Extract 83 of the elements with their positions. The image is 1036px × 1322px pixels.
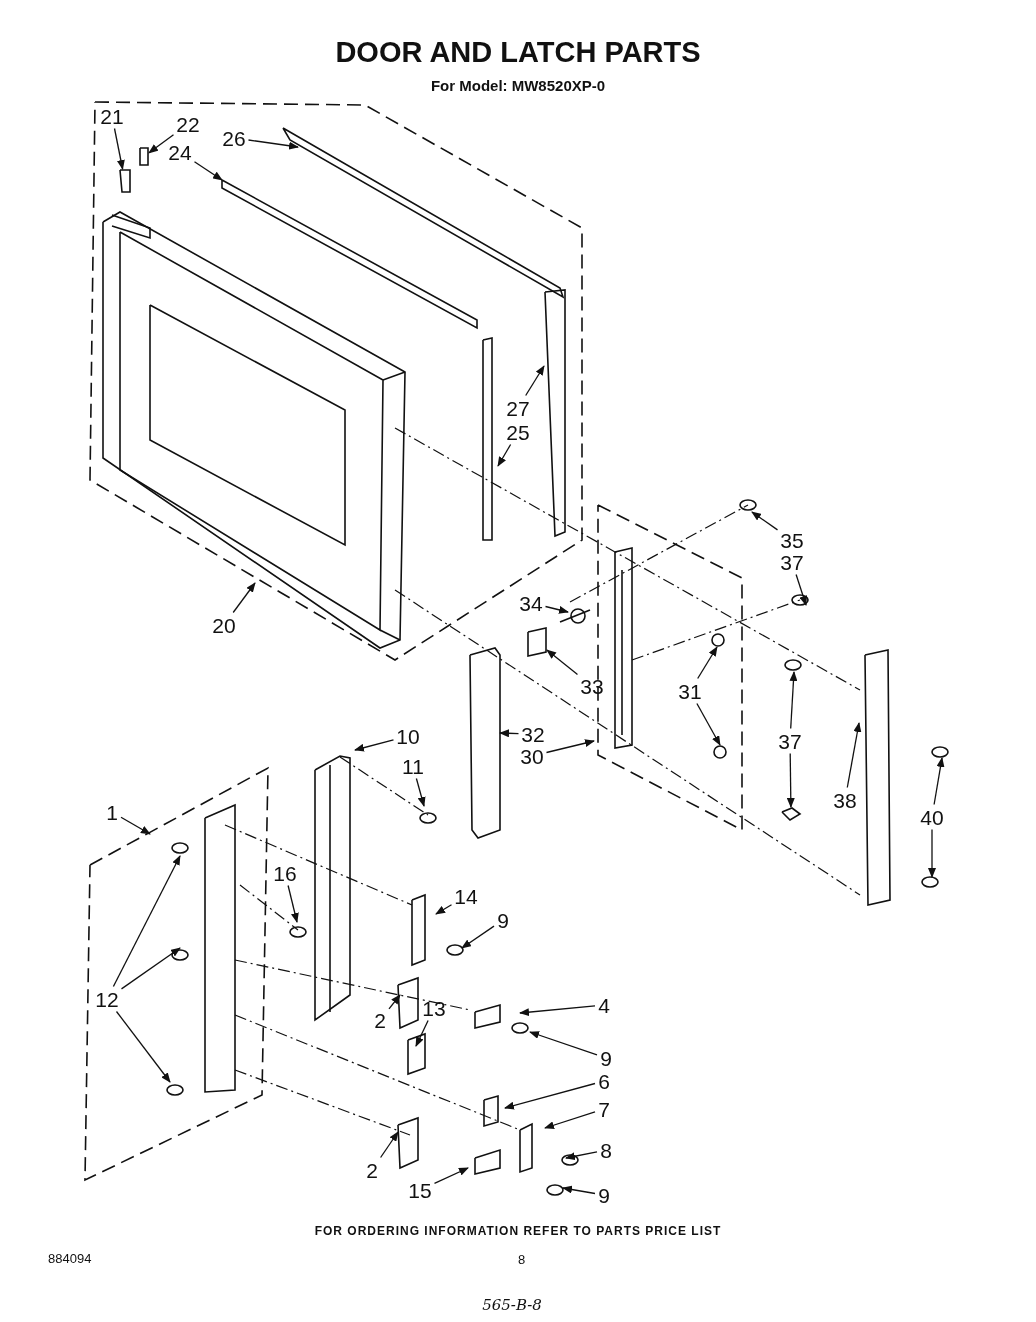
callout-number: 20 (211, 613, 237, 637)
callout-number: 9 (599, 1046, 613, 1070)
document-number: 884094 (48, 1252, 92, 1265)
leader-line (379, 1131, 399, 1159)
callout-number: 21 (99, 104, 125, 128)
leader-line (846, 722, 862, 789)
leader-line (529, 1031, 598, 1056)
callout-number: 9 (597, 1183, 611, 1207)
leader-line (751, 511, 779, 531)
leader-line (287, 884, 299, 923)
callout-number: 22 (175, 112, 201, 136)
leader-line (933, 757, 945, 806)
subtitle: For Model: MW8520XP-0 (430, 78, 606, 93)
leader-line (786, 752, 795, 808)
callout-number: 25 (505, 420, 531, 444)
screw-drawing (119, 169, 131, 193)
callout-number: 37 (779, 550, 805, 574)
callout-number: 11 (401, 754, 425, 778)
screw-drawing (139, 147, 149, 166)
leader-line (433, 1167, 469, 1185)
callout-number: 7 (597, 1097, 611, 1121)
footer-note: FOR ORDERING INFORMATION REFER TO PARTS PRICE LIST (314, 1225, 722, 1237)
callout-number: 27 (505, 396, 531, 420)
leader-line (928, 828, 936, 878)
callout-number: 1 (105, 800, 119, 824)
leader-line (435, 904, 453, 915)
leader-line (546, 649, 579, 676)
leader-line (461, 925, 495, 949)
callout-number: 13 (421, 996, 447, 1020)
leader-line (415, 777, 426, 807)
leader-line (697, 646, 718, 680)
leader-line (193, 161, 223, 181)
leader-line (795, 573, 808, 606)
callout-number: 30 (519, 744, 545, 768)
leader-line (148, 134, 175, 154)
leader-line (497, 443, 512, 467)
callout-number: 12 (94, 987, 120, 1011)
page-number: 8 (518, 1253, 526, 1266)
callout-number: 26 (221, 126, 247, 150)
leader-line (544, 1111, 596, 1130)
leader-line (565, 1151, 598, 1161)
callout-number: 40 (919, 805, 945, 829)
callout-number: 9 (496, 908, 510, 932)
callout-number: 31 (677, 679, 703, 703)
leader-line (696, 702, 721, 746)
leader-line (112, 855, 181, 988)
leader-line (120, 816, 151, 835)
callout-number: 4 (597, 993, 611, 1017)
callout-number: 2 (365, 1158, 379, 1182)
callout-number: 6 (597, 1069, 611, 1093)
callout-number: 15 (407, 1178, 433, 1202)
title: DOOR AND LATCH PARTS (335, 38, 701, 67)
leader-line (545, 739, 595, 754)
callout-number: 33 (579, 674, 605, 698)
screw-drawing (780, 807, 802, 821)
leader-line (354, 739, 395, 752)
callout-number: 2 (373, 1008, 387, 1032)
callout-number: 8 (599, 1138, 613, 1162)
callout-number: 10 (395, 724, 421, 748)
callout-number: 14 (453, 884, 479, 908)
callout-number: 35 (779, 528, 805, 552)
leader-line (499, 729, 520, 738)
leader-line (504, 1082, 596, 1110)
leader-line (789, 671, 798, 730)
leader-line (562, 1185, 596, 1195)
leader-line (113, 127, 125, 170)
leader-line (525, 365, 545, 397)
leader-line (415, 1019, 429, 1047)
callout-number: 16 (272, 861, 298, 885)
callout-number: 34 (518, 591, 544, 615)
leader-line (232, 582, 256, 614)
callout-number: 32 (520, 722, 546, 746)
callout-number: 37 (777, 729, 803, 753)
leader-line (544, 605, 569, 614)
latch-drawing (527, 627, 547, 657)
handwritten-note: 565-B-8 (482, 1298, 542, 1313)
leader-line (120, 947, 181, 990)
callout-number: 38 (832, 788, 858, 812)
leader-line (247, 139, 299, 150)
leader-line (519, 1005, 596, 1017)
callout-number: 24 (167, 140, 193, 164)
leader-line (388, 994, 401, 1010)
leader-line (115, 1010, 171, 1083)
